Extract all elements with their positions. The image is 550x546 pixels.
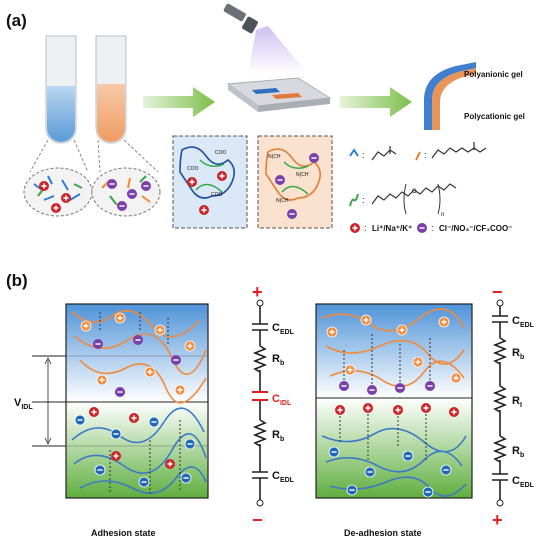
svg-text::: : <box>362 195 365 205</box>
orange-precursor-zoom <box>91 167 161 217</box>
polyanionic-network-box: COO COO COO <box>172 135 248 229</box>
right-c-edl-bottom: CEDL <box>512 475 535 489</box>
left-c-edl-top: CEDL <box>272 322 295 336</box>
adhesion-circuit <box>252 299 268 507</box>
process-arrow-2 <box>340 87 412 117</box>
coo-label-3: COO <box>211 192 223 198</box>
de-adhesion-state-label: De-adhesion state <box>344 528 422 538</box>
repeat-unit-n: n <box>441 212 444 218</box>
adhesion-state-diagram <box>32 303 209 499</box>
blue-test-tube <box>45 35 77 144</box>
cation-ions-label: Li⁺/Na⁺/K⁺ <box>372 224 412 233</box>
left-negative-terminal: − <box>252 510 263 530</box>
polyanionic-gel-label: Polyanionic gel <box>464 70 523 79</box>
coo-label-2: COO <box>215 150 227 156</box>
right-r-b-bottom: Rb <box>512 445 524 459</box>
svg-text::: : <box>362 150 365 160</box>
right-r-b-top: Rb <box>512 347 524 361</box>
left-r-b-bottom: Rb <box>272 429 284 443</box>
orange-test-tube <box>95 35 127 144</box>
polycationic-network-box: N(CH N(CH N(CH <box>257 135 333 229</box>
panel-b-label: (b) <box>6 271 28 290</box>
svg-text::: : <box>364 223 367 233</box>
mold-plate <box>226 77 332 112</box>
anion-ions-label: Cl⁻/NO₃⁻/CF₃COO⁻ <box>439 224 512 233</box>
process-arrow-1 <box>143 87 215 117</box>
uv-lamp-icon <box>223 3 308 74</box>
de-adhesion-circuit <box>492 299 508 507</box>
adhesion-state-label: Adhesion state <box>91 528 156 538</box>
svg-text::: : <box>431 223 434 233</box>
left-positive-terminal: + <box>252 282 263 302</box>
panel-a-label: (a) <box>6 11 27 30</box>
right-negative-terminal: − <box>492 282 503 302</box>
n-ch3-label-3: N(CH <box>276 198 289 204</box>
oxygen-label: O <box>412 189 417 195</box>
right-positive-terminal: + <box>492 510 503 530</box>
left-r-b-top: Rb <box>272 353 284 367</box>
left-c-idl: CIDL <box>272 393 292 407</box>
bilayer-gel-icon <box>424 62 476 130</box>
right-r-i: RI <box>512 395 522 409</box>
right-c-edl-top: CEDL <box>512 315 535 329</box>
v-idl-label: VIDL <box>14 397 33 411</box>
coo-label-1: COO <box>187 166 199 172</box>
n-ch3-label-2: N(CH <box>296 172 309 178</box>
monomer-legend: : : : n O : Li⁺/Na⁺/K⁺ : Cl⁻/NO₃⁻/CF₃COO… <box>349 142 512 234</box>
svg-text::: : <box>424 150 427 160</box>
n-ch3-label-1: N(CH <box>268 154 281 160</box>
blue-precursor-zoom <box>23 167 93 217</box>
left-c-edl-bottom: CEDL <box>272 470 295 484</box>
de-adhesion-state-diagram <box>315 303 473 499</box>
polycationic-gel-label: Polycationic gel <box>464 112 525 121</box>
